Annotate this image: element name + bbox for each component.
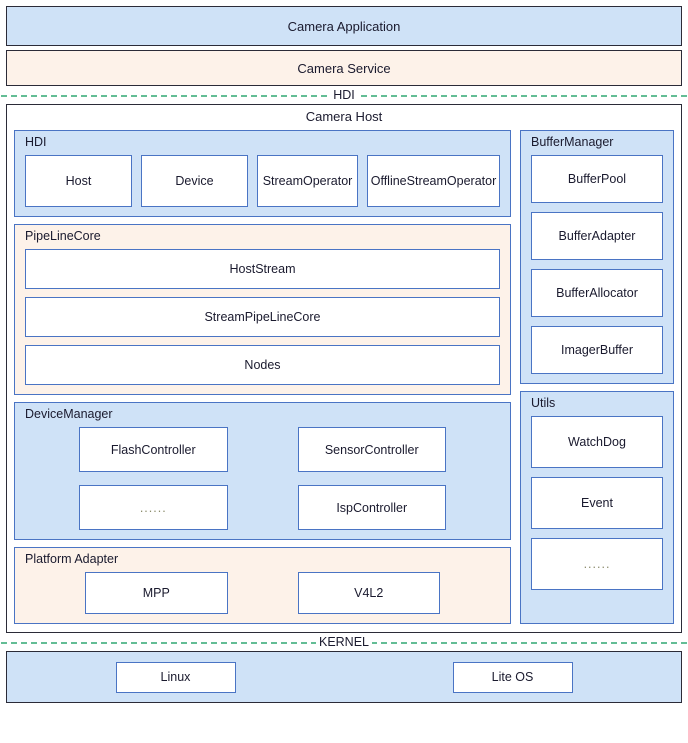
layer-camera-service-label: Camera Service (297, 60, 391, 76)
group-device-manager-title: DeviceManager (25, 407, 113, 421)
node-buffer-allocator[interactable]: BufferAllocator (531, 269, 663, 317)
node-stream-operator[interactable]: StreamOperator (257, 155, 358, 207)
group-device-manager-items: FlashController SensorController ...... … (25, 427, 500, 530)
layer-camera-application-label: Camera Application (287, 18, 401, 34)
node-buffer-pool[interactable]: BufferPool (531, 155, 663, 203)
group-utils: Utils WatchDog Event ...... (520, 391, 674, 624)
node-v4l2[interactable]: V4L2 (297, 572, 440, 614)
camera-host-columns: HDI Host Device StreamOperator OfflineSt… (14, 130, 674, 624)
kernel-divider: KERNEL (1, 633, 687, 651)
node-buffer-adapter[interactable]: BufferAdapter (531, 212, 663, 260)
node-host-stream[interactable]: HostStream (25, 249, 500, 289)
node-mpp[interactable]: MPP (85, 572, 228, 614)
hdi-divider-label: HDI (330, 88, 358, 102)
group-hdi-title: HDI (25, 135, 47, 149)
group-utils-items: WatchDog Event ...... (531, 416, 663, 590)
layer-camera-service: Camera Service (6, 50, 682, 86)
node-host[interactable]: Host (25, 155, 132, 207)
group-utils-title: Utils (531, 396, 556, 410)
node-device-manager-more[interactable]: ...... (79, 485, 228, 530)
group-device-manager: DeviceManager FlashController SensorCont… (14, 402, 511, 540)
node-nodes[interactable]: Nodes (25, 345, 500, 385)
node-offline-stream-operator[interactable]: OfflineStreamOperator (367, 155, 500, 207)
camera-host-left-column: HDI Host Device StreamOperator OfflineSt… (14, 130, 511, 624)
node-event[interactable]: Event (531, 477, 663, 529)
node-utils-more[interactable]: ...... (531, 538, 663, 590)
group-hdi-items: Host Device StreamOperator OfflineStream… (25, 155, 500, 207)
node-watchdog[interactable]: WatchDog (531, 416, 663, 468)
node-sensor-controller[interactable]: SensorController (297, 427, 446, 472)
layer-kernel: Linux Lite OS (6, 651, 682, 703)
layer-camera-host: Camera Host HDI Host Device StreamOperat… (6, 104, 682, 633)
group-pipeline-core-items: HostStream StreamPipeLineCore Nodes (25, 249, 500, 385)
node-flash-controller[interactable]: FlashController (79, 427, 228, 472)
group-buffer-manager: BufferManager BufferPool BufferAdapter B… (520, 130, 674, 384)
camera-host-title: Camera Host (305, 109, 383, 124)
group-platform-adapter-items: MPP V4L2 (25, 572, 500, 614)
hdi-divider: HDI (1, 86, 687, 104)
group-platform-adapter: Platform Adapter MPP V4L2 (14, 547, 511, 624)
node-device[interactable]: Device (141, 155, 248, 207)
node-isp-controller[interactable]: IspController (297, 485, 446, 530)
node-linux[interactable]: Linux (115, 661, 236, 693)
group-buffer-manager-items: BufferPool BufferAdapter BufferAllocator… (531, 155, 663, 374)
layer-camera-application: Camera Application (6, 6, 682, 46)
camera-host-right-column: BufferManager BufferPool BufferAdapter B… (520, 130, 674, 624)
node-stream-pipeline-core[interactable]: StreamPipeLineCore (25, 297, 500, 337)
kernel-divider-label: KERNEL (315, 635, 373, 649)
group-buffer-manager-title: BufferManager (531, 135, 614, 149)
group-hdi: HDI Host Device StreamOperator OfflineSt… (14, 130, 511, 217)
group-pipeline-core: PipeLineCore HostStream StreamPipeLineCo… (14, 224, 511, 395)
group-platform-adapter-title: Platform Adapter (25, 552, 119, 566)
node-imager-buffer[interactable]: ImagerBuffer (531, 326, 663, 374)
group-pipeline-core-title: PipeLineCore (25, 229, 101, 243)
node-lite-os[interactable]: Lite OS (452, 661, 573, 693)
